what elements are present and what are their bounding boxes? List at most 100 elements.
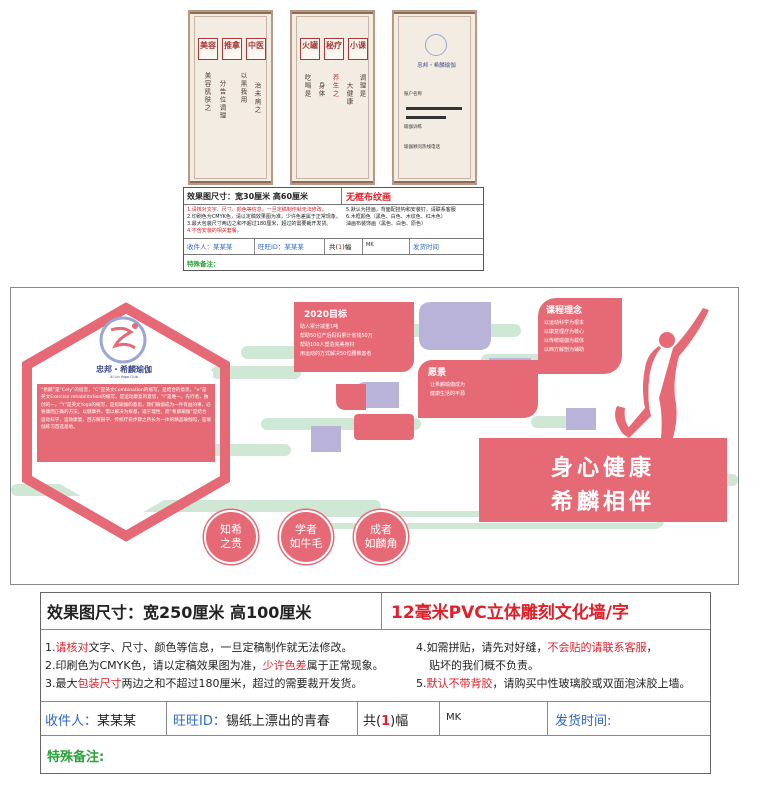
note-text: 5. [416,677,427,690]
logo-icon [425,34,447,56]
scroll-text-column: 身体 [317,82,325,98]
scroll-text-column: 分告位调理 [218,80,226,120]
divider [547,701,548,735]
scroll-stamp: 推拿 [222,38,242,60]
seal-text: 成者 [370,523,392,536]
seal-badge: 知希之贵 [204,510,258,564]
note-text: ，请购买中性玻璃胶或双面泡沫胶上墙。 [492,677,691,690]
vision-line: 健康生活的丰源 [430,391,466,397]
count-suffix: )幅 [390,714,409,729]
big-note-5: 5.默认不带背胶，请购买中性玻璃胶或双面泡沫胶上墙。 [416,675,691,691]
scroll-text-column: 治未病之 [253,82,261,114]
big-material: 12毫米PVC立体雕刻文化墙/字 [391,603,629,623]
count-suffix: )幅 [342,243,352,251]
seal-text: 学者 [295,523,317,536]
lavender-block [311,426,341,452]
divider [357,701,358,735]
divider [341,188,342,204]
scroll-field-line [406,116,446,119]
note-text: 属于正常现象。 [306,659,384,672]
vision-card: 愿景 让希麟瑜伽成为 健康生活的丰源 [418,360,538,418]
mint-stripe [241,346,311,359]
scroll-rod-top [394,12,475,14]
divider [184,238,483,239]
scroll-stamp: 美容 [198,38,218,60]
scroll-text-column: 调理是 [358,74,366,98]
small-size-label: 效果图尺寸：宽30厘米 高60厘米 [187,192,309,201]
lavender-block [566,408,596,430]
small-recipient: 收件人：某某某 [187,243,233,251]
small-remark: 特殊备注： [187,260,220,268]
goal-line: 帮助50位产后妈妈累计省钱50万 [300,333,373,339]
small-spec-header-row [184,188,483,205]
slogan-bar [479,438,727,522]
small-note: 6.木框颜色（黑色、白色、木纹色、红木色） [346,214,446,220]
count-value: 1 [381,714,391,729]
note-text: 3.最大 [45,677,78,690]
divider [184,254,483,255]
scroll-stamp: 中医 [246,38,266,60]
divider [41,701,710,702]
big-note-4: 4.如需拼贴，请先对好缝，不会贴的请联系客服， [416,639,658,655]
small-wangwang: 旺旺ID：某某某 [258,243,304,251]
slogan-line-2: 希麟相伴 [551,490,656,515]
big-recipient: 收件人：某某某 [45,710,136,729]
small-notes-left: 1.请核对文字、尺寸、颜色等信息，一旦定稿制作就无法修改。 2.印刷色为CMYK… [187,207,341,235]
count-value: 1 [338,243,343,251]
note-highlight: 不会贴的请联系客服 [547,641,647,654]
scroll-border [398,16,471,179]
note-text: 两边之和不超过180厘米，超过的需要裁开发货。 [121,677,363,690]
divider [41,629,710,630]
big-count: 共(1)幅 [363,710,408,729]
big-size-label: 效果图尺寸：宽250厘米 高100厘米 [47,603,312,622]
coral-block [336,384,366,410]
divider [439,701,440,735]
wangwang-value: 锡纸上漂出的青春 [225,714,330,729]
small-count: 共(1)幅 [329,241,351,251]
divider [409,238,410,254]
wangwang-label: 旺旺ID： [173,714,226,729]
vision-title: 愿景 [428,368,447,378]
scroll-panel-3: 忠邦・希麟瑜伽 账户名称 瑜伽训练 瑜伽顾问热线电话 [392,10,477,185]
small-note: 油画布装饰画（黑色、白色、原色） [346,221,427,227]
seal-text: 之贵 [220,537,242,550]
goal-card: 2020目标 助人累计减重1吨 帮助50位产后妈妈累计省钱50万 帮助100人塑… [294,302,414,372]
big-spec-table: 效果图尺寸：宽250厘米 高100厘米 12毫米PVC立体雕刻文化墙/字 1.请… [40,592,711,774]
coral-block [354,414,414,440]
scroll-rod-top [292,12,373,14]
scroll-text-column: 吃喝是 [303,74,311,98]
note-text: ， [646,641,658,654]
note-text: 文字、尺寸、颜色等信息，一旦定稿制作就无法修改。 [88,641,353,654]
scroll-border [296,16,369,179]
course-line: 以康复理疗为核心 [544,329,585,335]
lavender-leaf [419,302,491,350]
big-note-1: 1.请核对文字、尺寸、颜色等信息，一旦定稿制作就无法修改。 [45,639,353,655]
small-notes-right: 5.默认为挂画，背面配挂钩和安装钉，请联系客服 6.木框颜色（黑色、白色、木纹色… [346,207,456,228]
goal-line: 帮助100人塑造完美身材 [300,342,355,348]
scroll-stamp: 秘疗 [324,38,344,60]
small-spec-table: 效果图尺寸：宽30厘米 高60厘米 无框布纹画 1.请核对文字、尺寸、颜色等信息… [183,187,484,271]
divider [381,593,382,629]
scroll-rod-bottom [292,181,373,183]
logo-dot [132,323,138,329]
small-note: 2.印刷色为CMYK色，请以定稿效果图为准，少许色差属于正常现象。 [187,214,341,220]
divider [166,701,167,735]
wall-intro-text: “希麟”是“Cely”的谐音，“C”是英文Combination的缩写，是结合的… [41,388,211,431]
seal-text: 知希 [220,523,242,536]
big-note-2: 2.印刷色为CMYK色，请以定稿效果图为准，少许色差属于正常现象。 [45,657,384,673]
scroll-text-column: 以黑我用 [239,72,247,104]
big-ship-time: 发货时间: [555,714,612,729]
scroll-rod-bottom [190,181,271,183]
scroll-stamp: 小课 [348,38,368,60]
course-line: 以传统瑜伽为载体 [544,338,585,344]
note-text: 1. [45,641,56,654]
wall-brand: 忠邦・希麟瑜伽 [96,365,152,374]
divider [324,238,325,254]
scroll-rod-bottom [394,181,475,183]
scroll-field-line [406,107,462,110]
seal-text: 如麟角 [364,537,398,550]
divider [362,238,363,254]
count-prefix: 共( [329,243,339,251]
note-text: 2.印刷色为CMYK色，请以定稿效果图为准， [45,659,263,672]
scroll-text-column: 大健康 [345,82,353,106]
